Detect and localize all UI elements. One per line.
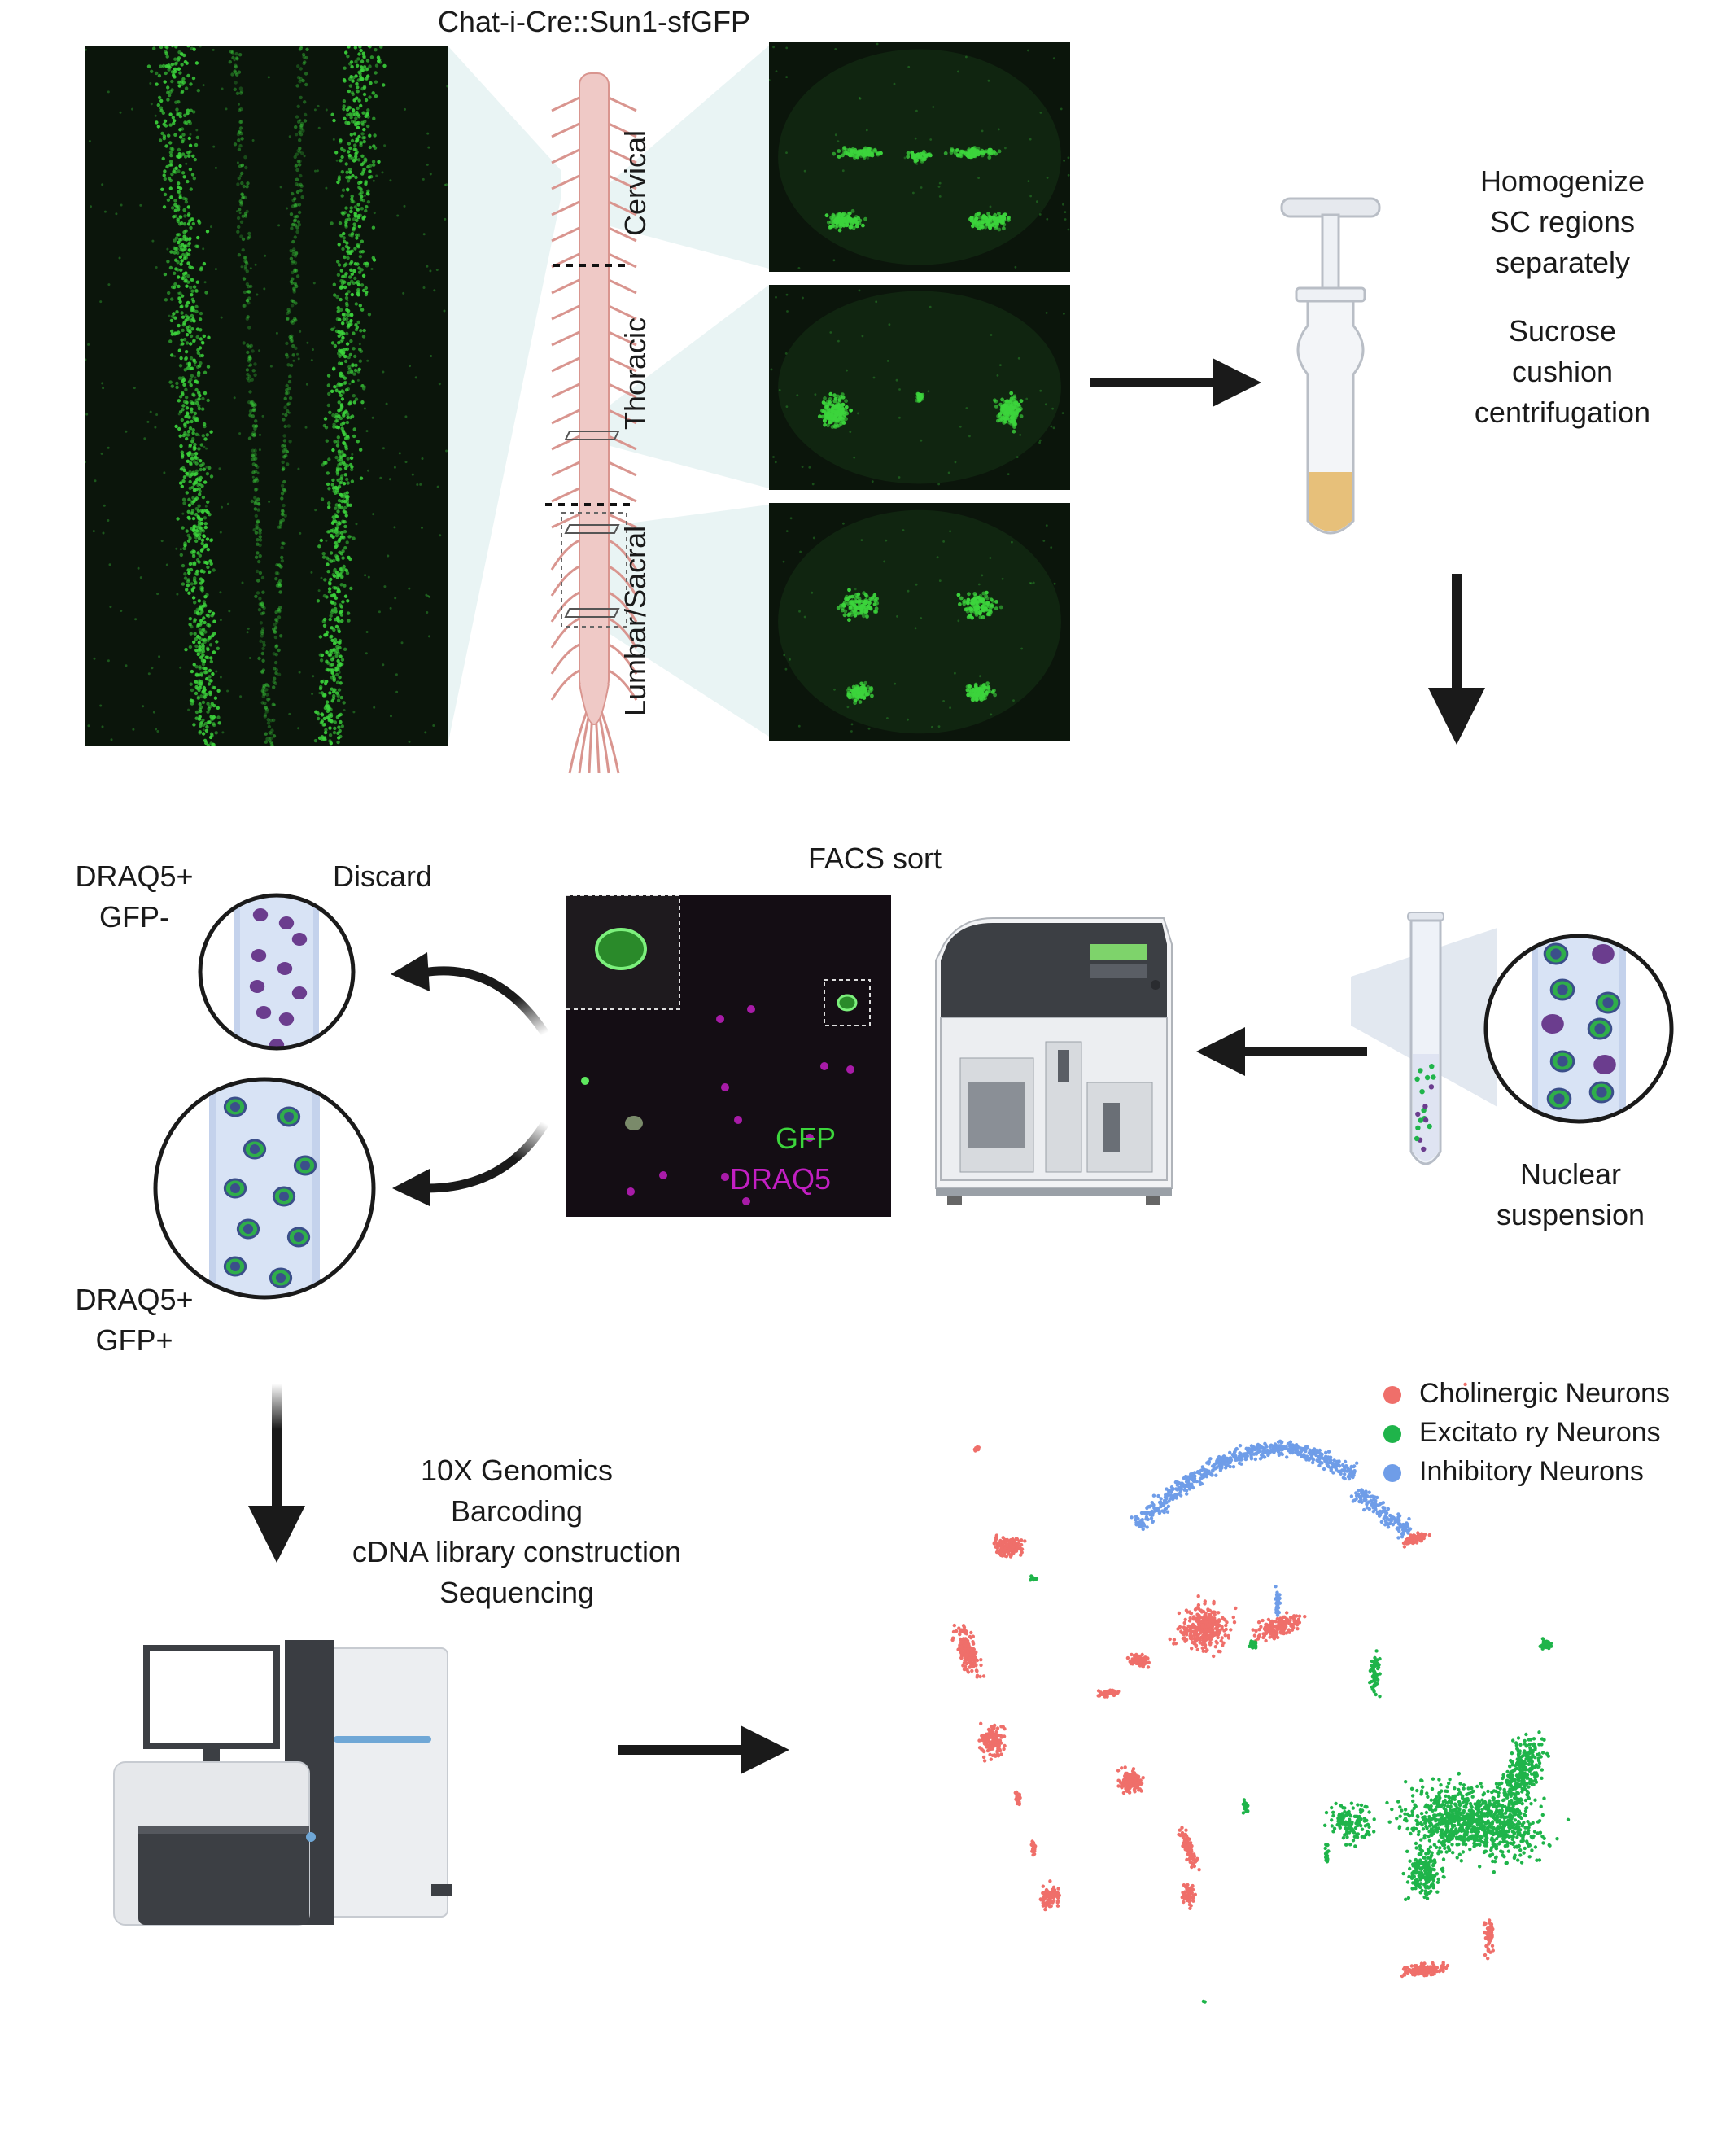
legend-inhibitory-swatch	[1383, 1464, 1401, 1483]
legend-cholinergic: Cholinergic Neurons	[1383, 1377, 1670, 1410]
thoracic-section-dots	[770, 289, 1065, 486]
nuclear-line-1: Nuclear	[1519, 1157, 1622, 1191]
legend-excitatory: Excitato ry Neurons	[1383, 1416, 1661, 1449]
homogenize-line-1: Homogenize	[1479, 164, 1645, 198]
arrow-icon	[618, 1725, 789, 1774]
umap-plot	[950, 1382, 1571, 2004]
seq-step-1: 10X Genomics	[420, 1454, 614, 1487]
nuclear-line-2: suspension	[1496, 1198, 1645, 1231]
discard-draq5: DRAQ5+	[75, 859, 194, 893]
seq-step-2: Barcoding	[450, 1494, 583, 1528]
sucrose-line-3: centrifugation	[1474, 396, 1651, 429]
facs-title: FACS sort	[807, 842, 942, 875]
spinal-cord-illustration	[545, 72, 638, 774]
keep-draq5: DRAQ5+	[75, 1283, 194, 1316]
region-cervical: Cervical	[618, 129, 652, 236]
thoracic-section-image	[769, 285, 1070, 490]
legend-inhibitory: Inhibitory Neurons	[1383, 1455, 1644, 1488]
sucrose-line-2: cushion	[1511, 355, 1614, 388]
discard-label: Discard	[332, 859, 433, 893]
sort-arrows	[391, 952, 549, 1206]
wholemount-gfp-image	[85, 46, 448, 746]
sequencer-icon	[113, 1640, 452, 1926]
cervical-section-image	[769, 42, 1070, 272]
legend-excitatory-swatch	[1383, 1425, 1401, 1444]
homogenize-line-2: SC regions	[1489, 205, 1636, 238]
facs-sorter-icon	[935, 917, 1173, 1205]
lumbar-section-image	[769, 503, 1070, 741]
wholemount-gfp-dots	[85, 46, 448, 746]
region-thoracic: Thoracic	[618, 317, 652, 430]
discard-tube-magnified	[198, 893, 356, 1051]
legend-cholinergic-swatch	[1383, 1386, 1401, 1405]
arrow-icon	[1196, 1027, 1367, 1076]
test-tube-icon	[1407, 912, 1444, 1165]
region-lumbar-sacral: Lumbar/Sacral	[618, 525, 652, 716]
dounce-homogenizer-icon	[1280, 197, 1381, 535]
arrow-icon	[1090, 358, 1261, 407]
keep-tube-magnified	[153, 1077, 376, 1300]
facs-gfp-label: GFP	[776, 1122, 837, 1155]
arrow-icon	[248, 1384, 305, 1563]
arrow-icon	[1428, 574, 1485, 745]
cervical-section-dots	[769, 42, 1070, 269]
homogenize-line-3: separately	[1494, 246, 1631, 279]
seq-step-4: Sequencing	[439, 1576, 595, 1609]
legend-cholinergic-label: Cholinergic Neurons	[1419, 1378, 1671, 1409]
lumbar-section-dots	[778, 509, 1061, 734]
legend-inhibitory-label: Inhibitory Neurons	[1419, 1456, 1644, 1487]
sucrose-line-1: Sucrose	[1508, 314, 1617, 348]
keep-gfp: GFP+	[95, 1323, 173, 1357]
facs-nuclei	[566, 895, 871, 1205]
seq-step-3: cDNA library construction	[352, 1535, 682, 1568]
facs-image: GFP DRAQ5	[566, 895, 891, 1217]
discard-gfp: GFP-	[99, 900, 169, 934]
facs-draq5-label: DRAQ5	[730, 1162, 832, 1196]
title: Chat-i-Cre::Sun1-sfGFP	[437, 5, 751, 38]
legend-excitatory-label: Excitato ry Neurons	[1419, 1417, 1661, 1448]
nuclear-suspension-magnified	[1483, 934, 1674, 1124]
